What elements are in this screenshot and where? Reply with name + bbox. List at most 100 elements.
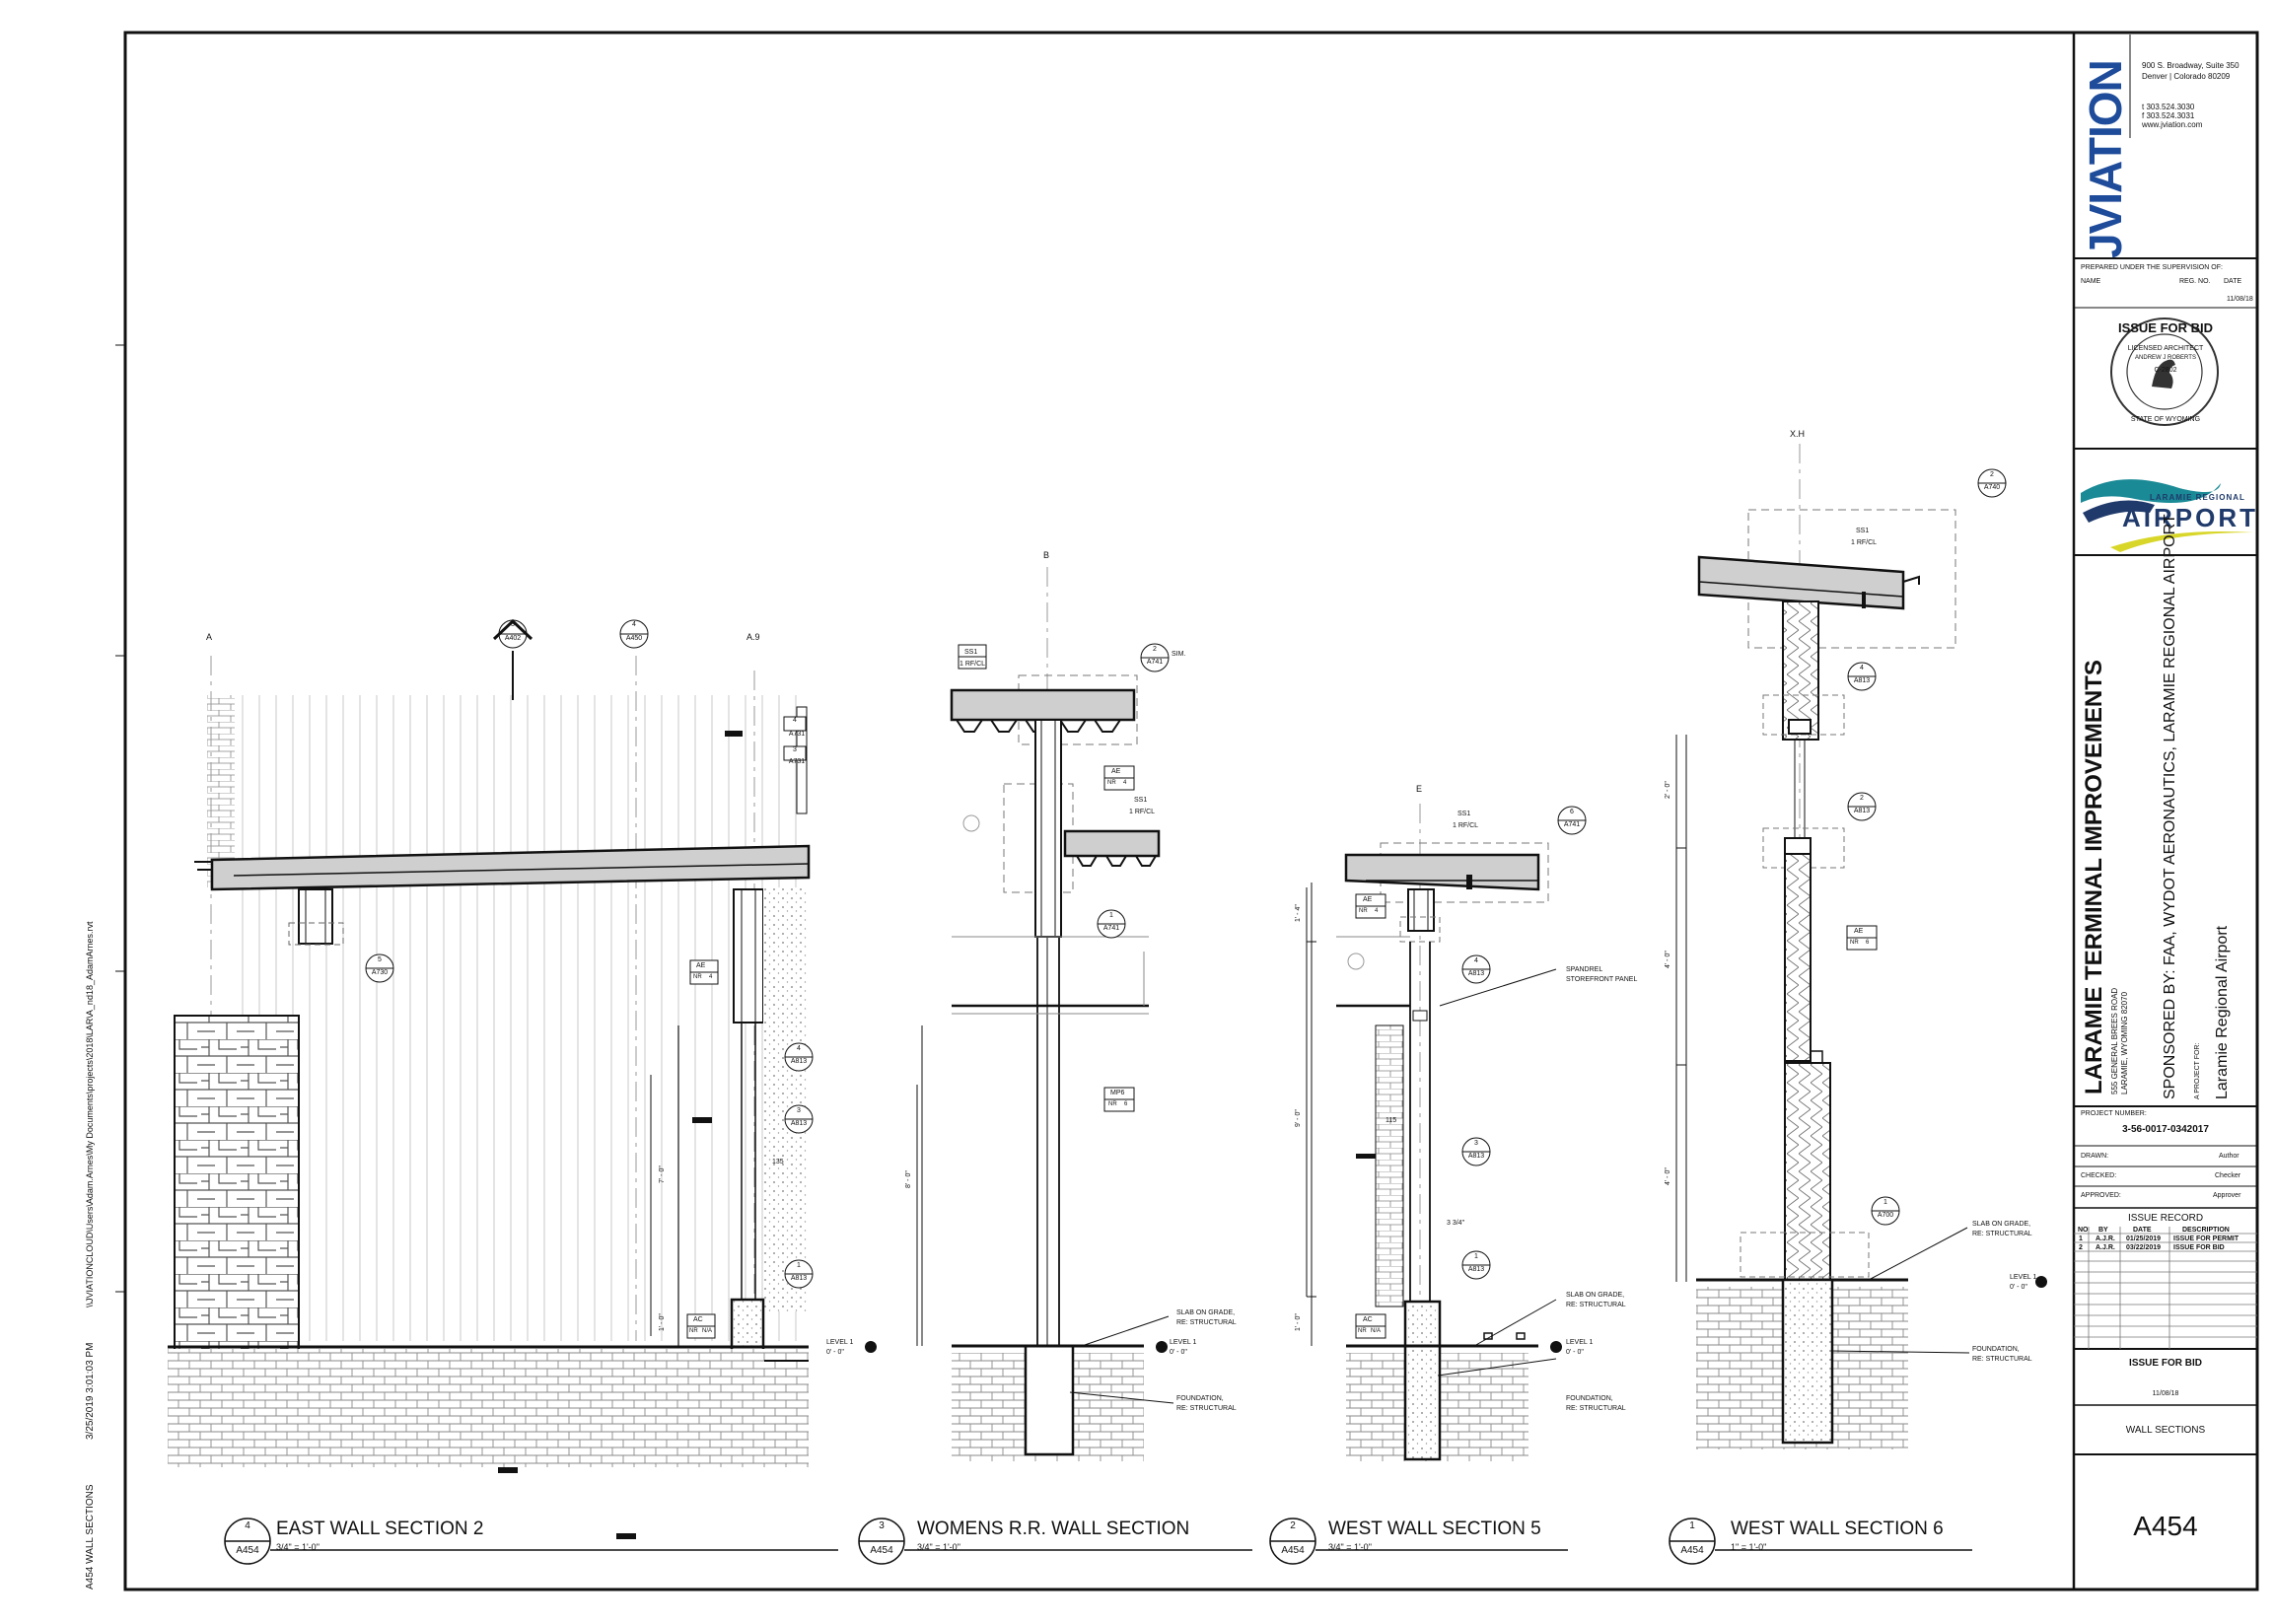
foundation-note-view1-2: RE: STRUCTURAL bbox=[1972, 1356, 2032, 1363]
dim-1-4: 1' - 4" bbox=[1295, 904, 1302, 922]
tag-ss1-view1: SS1 bbox=[1856, 528, 1870, 534]
callout-11-sheet: A741 bbox=[1563, 821, 1581, 828]
tag-nr-view2: NR bbox=[1359, 908, 1368, 914]
view-west-wall-section-6 bbox=[1685, 444, 2047, 1449]
view-womens-rr-wall-section bbox=[921, 567, 1170, 1461]
project-number-label: PROJECT NUMBER: bbox=[2081, 1110, 2147, 1117]
foundation-note-view3-2: RE: STRUCTURAL bbox=[1176, 1405, 1237, 1412]
foundation-note-view3-1: FOUNDATION, bbox=[1176, 1395, 1224, 1402]
dim-7-0: 7' - 0" bbox=[659, 1165, 666, 1183]
margin-file-path: \\JVIATIONCLOUD\Users\Adam.Arnes\My Docu… bbox=[85, 921, 95, 1307]
view-1-number: 1 bbox=[1689, 1520, 1695, 1531]
approved-value: Approver bbox=[2213, 1192, 2241, 1199]
callout-2-number: 4 bbox=[632, 621, 636, 628]
issue-header-date: DATE bbox=[2133, 1227, 2152, 1234]
dim-8-0: 8' - 0" bbox=[905, 1170, 912, 1188]
view-4-scale: 3/4" = 1'-0" bbox=[276, 1542, 320, 1552]
seal-number-text: C-2802 bbox=[2154, 367, 2177, 374]
tag-n4-view3: 4 bbox=[1123, 780, 1127, 786]
dim-2-0: 2' - 0" bbox=[1665, 781, 1671, 799]
dim-135: 135 bbox=[772, 1159, 784, 1165]
issue-heading: ISSUE FOR BID bbox=[2117, 320, 2214, 335]
issue-row-2-date: 03/22/2019 bbox=[2126, 1244, 2162, 1251]
title-block-frame bbox=[2074, 35, 2257, 1455]
callout-15-sheet: A740 bbox=[1983, 484, 2001, 491]
issue-row-1-by: A.J.R. bbox=[2096, 1236, 2115, 1242]
view-4-sheet: A454 bbox=[236, 1545, 259, 1556]
sheet-title: WALL SECTIONS bbox=[2125, 1425, 2206, 1436]
tag-nr-view1: NR bbox=[1850, 940, 1859, 946]
spandrel-note-1: SPANDREL bbox=[1566, 966, 1603, 973]
callout-4-number: 3 bbox=[793, 746, 797, 753]
callout-6-sheet: A813 bbox=[790, 1058, 808, 1065]
callout-1-sheet: A402 bbox=[504, 635, 522, 642]
callout-17-sheet: A813 bbox=[1853, 808, 1871, 814]
callout-14-sheet: A813 bbox=[1467, 1266, 1485, 1273]
view-east-wall-section-2 bbox=[168, 618, 877, 1539]
tag-ae-view3: AE bbox=[1111, 768, 1121, 775]
callout-6-number: 4 bbox=[797, 1045, 801, 1052]
view-title-bubbles bbox=[224, 1518, 1716, 1565]
tag-ss1-view3b: SS1 bbox=[1134, 797, 1148, 804]
slab-note-view3-2: RE: STRUCTURAL bbox=[1176, 1319, 1237, 1326]
foundation-note-view1-1: FOUNDATION, bbox=[1972, 1346, 2020, 1353]
prepared-under-label: PREPARED UNDER THE SUPERVISION OF: bbox=[2081, 264, 2223, 271]
tag-ae-view4: AE bbox=[696, 962, 706, 969]
project-for-name: Laramie Regional Airport bbox=[2214, 925, 2231, 1099]
margin-sheet-name: A454 WALL SECTIONS bbox=[85, 1484, 96, 1589]
project-address-2: LARAMIE, WYOMING 82070 bbox=[2120, 991, 2129, 1094]
project-address-1: 555 GENERAL BREES ROAD bbox=[2110, 987, 2119, 1094]
issue-for-bid-date: 11/08/18 bbox=[2152, 1390, 2179, 1397]
callout-9-number: 2 bbox=[1153, 646, 1157, 653]
tag-n4-view4: 4 bbox=[709, 974, 713, 980]
tag-mp6-view3: MP6 bbox=[1110, 1090, 1125, 1096]
seal-top-text: LICENSED ARCHITECT bbox=[2127, 345, 2204, 352]
margin-timestamp: 3/25/2019 3:01:03 PM bbox=[85, 1342, 96, 1440]
slab-note-view2-1: SLAB ON GRADE, bbox=[1566, 1292, 1625, 1299]
callout-14-number: 1 bbox=[1474, 1253, 1478, 1260]
foundation-note-view2-1: FOUNDATION, bbox=[1566, 1395, 1613, 1402]
callout-11-number: 6 bbox=[1570, 809, 1574, 815]
tag-ac-view4: AC bbox=[693, 1316, 703, 1323]
tag-na1-view2: NR bbox=[1358, 1328, 1367, 1334]
spandrel-note-2: STOREFRONT PANEL bbox=[1566, 976, 1638, 983]
prepared-date: 11/08/18 bbox=[2227, 296, 2253, 303]
view-2-number: 2 bbox=[1290, 1520, 1296, 1531]
tag-rfcl-view3: 1 RF/CL bbox=[959, 661, 986, 668]
issue-record-grid bbox=[2074, 1227, 2257, 1349]
callout-5-sheet: A730 bbox=[371, 969, 389, 976]
firm-logo: JVIATION bbox=[2080, 60, 2131, 258]
slab-note-view1-1: SLAB ON GRADE, bbox=[1972, 1221, 2031, 1228]
callout-7-sheet: A813 bbox=[790, 1120, 808, 1127]
level-1-view1: LEVEL 1 bbox=[2010, 1274, 2037, 1281]
dim-4-0-upper: 4' - 0" bbox=[1665, 951, 1671, 968]
callout-12-sheet: A813 bbox=[1467, 970, 1485, 977]
view-1-title: WEST WALL SECTION 6 bbox=[1731, 1518, 1944, 1539]
project-title: LARAMIE TERMINAL IMPROVEMENTS bbox=[2081, 660, 2107, 1094]
tag-nr-view3: NR bbox=[1107, 780, 1116, 786]
firm-phone-t: t 303.524.3030 bbox=[2142, 103, 2195, 111]
issue-header-by: BY bbox=[2098, 1227, 2108, 1234]
sponsor-text: SPONSORED BY: FAA, WYDOT AERONAUTICS, LA… bbox=[2162, 514, 2178, 1099]
issue-for-bid-label: ISSUE FOR BID bbox=[2129, 1358, 2202, 1369]
callout-12-number: 4 bbox=[1474, 957, 1478, 964]
callout-16-sheet: A813 bbox=[1853, 677, 1871, 684]
tag-ae-view1: AE bbox=[1854, 928, 1864, 935]
tag-na2-view4: N/A bbox=[702, 1328, 713, 1334]
date-label: DATE bbox=[2224, 278, 2242, 285]
dim-115: 115 bbox=[1386, 1117, 1397, 1124]
slab-note-view2-2: RE: STRUCTURAL bbox=[1566, 1302, 1626, 1308]
checked-value: Checker bbox=[2215, 1172, 2241, 1179]
callout-10-sheet: A741 bbox=[1102, 925, 1120, 932]
tag-rfcl-view2: 1 RF/CL bbox=[1453, 822, 1479, 829]
grid-b: B bbox=[1043, 550, 1050, 560]
callout-3-sheet: A731 bbox=[788, 731, 806, 738]
tag-na2-view2: N/A bbox=[1371, 1328, 1382, 1334]
callout-7-number: 3 bbox=[797, 1107, 801, 1114]
view-1-scale: 1" = 1'-0" bbox=[1731, 1542, 1767, 1552]
view-2-sheet: A454 bbox=[1281, 1545, 1305, 1556]
view-3-number: 3 bbox=[879, 1520, 885, 1531]
issue-row-1-description: ISSUE FOR PERMIT bbox=[2173, 1236, 2239, 1242]
slab-note-view3-1: SLAB ON GRADE, bbox=[1176, 1309, 1236, 1316]
